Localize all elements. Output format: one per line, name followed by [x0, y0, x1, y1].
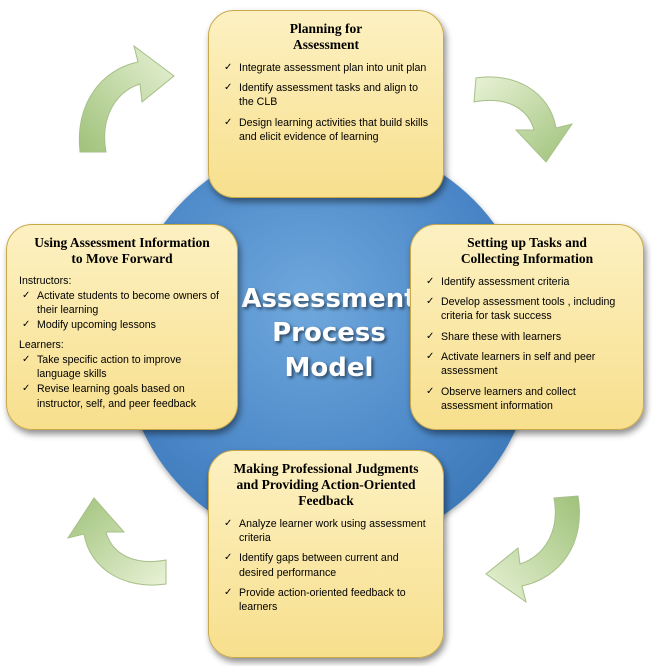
check-icon: ✓	[224, 586, 233, 598]
list-item: ✓Provide action-oriented feedback to lea…	[224, 586, 406, 614]
setting-box: Setting up Tasks and Collecting Informat…	[410, 224, 644, 430]
using-box: Using Assessment Information to Move For…	[6, 224, 238, 430]
list-item: ✓Analyze learner work using assessment c…	[224, 517, 426, 545]
check-icon: ✓	[426, 385, 435, 397]
check-icon: ✓	[224, 82, 233, 94]
check-icon: ✓	[22, 319, 31, 331]
check-icon: ✓	[22, 383, 31, 395]
curved-arrow-icon	[473, 76, 574, 163]
judgments-title: Making Professional Judgments and Provid…	[233, 461, 419, 508]
curved-arrow-icon	[66, 497, 167, 586]
check-icon: ✓	[426, 275, 435, 287]
check-icon: ✓	[426, 330, 435, 342]
center-title-line: Process	[272, 318, 386, 349]
check-icon: ✓	[224, 116, 233, 128]
list-item: ✓Activate learners in self and peer asse…	[426, 351, 596, 378]
center-title: Assessment Process Model	[214, 282, 444, 385]
list-item: ✓Modify upcoming lessons	[22, 319, 156, 332]
list-item: ✓Identify assessment tasks and align to …	[224, 82, 419, 109]
instructors-label: Instructors:	[19, 274, 72, 287]
planning-box: Planning for Assessment ✓Integrate asses…	[208, 10, 444, 198]
list-item: ✓Design learning activities that build s…	[224, 116, 429, 144]
list-item: ✓Activate students to become owners of t…	[22, 289, 219, 317]
list-item: ✓Integrate assessment plan into unit pla…	[224, 61, 427, 74]
list-item: ✓Revise learning goals based on instruct…	[22, 383, 196, 410]
check-icon: ✓	[224, 552, 233, 564]
check-icon: ✓	[22, 289, 31, 301]
list-item: ✓Develop assessment tools , including cr…	[426, 296, 616, 323]
center-title-line: Model	[284, 352, 374, 383]
setting-title: Setting up Tasks and Collecting Informat…	[460, 235, 594, 266]
check-icon: ✓	[224, 61, 233, 73]
using-title: Using Assessment Information to Move For…	[34, 235, 210, 266]
list-item: ✓Identify gaps between current and desir…	[224, 552, 399, 579]
curved-arrow-icon	[78, 44, 175, 153]
list-item: ✓Observe learners and collect assessment…	[426, 385, 576, 412]
check-icon: ✓	[22, 353, 31, 365]
list-item: ✓Take specific action to improve languag…	[22, 353, 182, 381]
planning-title: Planning for Assessment	[289, 21, 363, 52]
check-icon: ✓	[224, 517, 233, 529]
curved-arrow-icon	[485, 495, 580, 604]
center-title-line: Assessment	[241, 284, 417, 314]
list-item: ✓Identify assessment criteria	[426, 275, 570, 288]
check-icon: ✓	[426, 351, 435, 363]
check-icon: ✓	[426, 296, 435, 308]
learners-label: Learners:	[19, 338, 64, 351]
list-item: ✓Share these with learners	[426, 330, 562, 343]
judgments-box: Making Professional Judgments and Provid…	[208, 450, 444, 658]
